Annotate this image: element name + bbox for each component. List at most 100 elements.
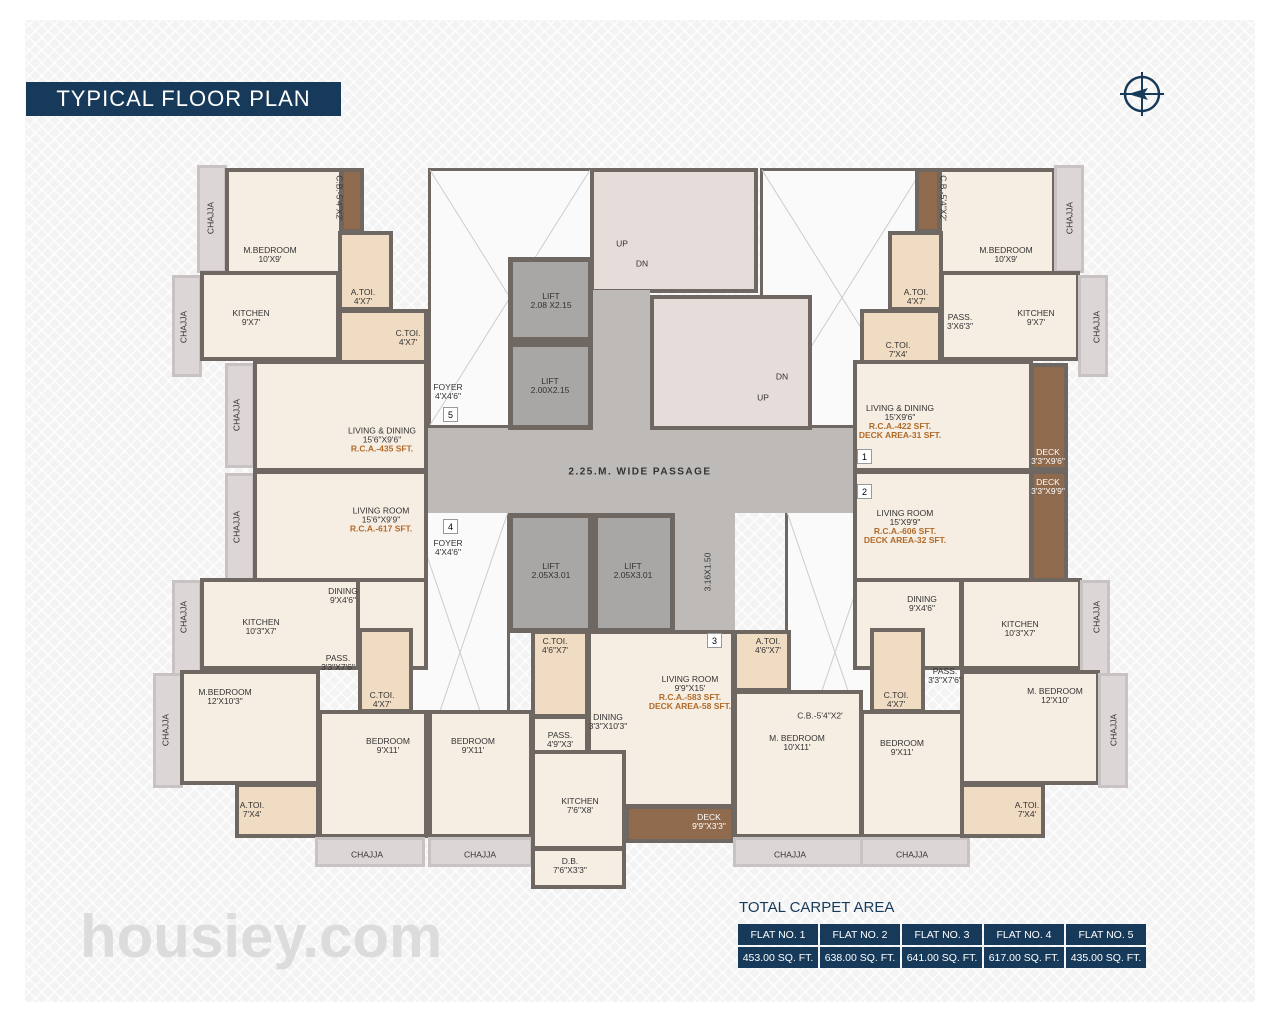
flat-number-badge: 1 bbox=[857, 449, 872, 464]
carpet-area-table: FLAT NO. 1 FLAT NO. 2 FLAT NO. 3 FLAT NO… bbox=[738, 924, 1146, 968]
chajja bbox=[1080, 580, 1110, 680]
table-cell: 453.00 SQ. FT. bbox=[738, 947, 818, 968]
table-cell: 638.00 SQ. FT. bbox=[820, 947, 900, 968]
room-label: A.TOI.7'X4' bbox=[239, 800, 265, 819]
stair-up-label: UP bbox=[616, 238, 628, 249]
room-toilet bbox=[870, 628, 925, 713]
table-header: FLAT NO. 2 bbox=[820, 924, 900, 945]
room-toilet bbox=[960, 783, 1045, 838]
chajja-label: CHAJJA bbox=[463, 849, 497, 860]
room-label: PASS.3'X6'3" bbox=[946, 312, 974, 331]
flat-number-badge: 4 bbox=[443, 519, 458, 534]
stair-down-label: DN bbox=[775, 371, 789, 382]
stair-down-label: DN bbox=[635, 258, 649, 269]
chajja bbox=[153, 673, 183, 788]
room-label: A.TOI.4'X7' bbox=[903, 287, 929, 306]
compass-north-icon bbox=[1120, 72, 1164, 116]
lift bbox=[593, 513, 675, 633]
room-living-dining bbox=[253, 360, 428, 472]
room-label: PASS.3'3"X7'6" bbox=[928, 666, 962, 685]
cupboard bbox=[340, 168, 364, 233]
shaft bbox=[675, 513, 735, 633]
room-master-bedroom bbox=[960, 670, 1100, 785]
table-header: FLAT NO. 5 bbox=[1066, 924, 1146, 945]
table-cell: 617.00 SQ. FT. bbox=[984, 947, 1064, 968]
lift bbox=[508, 342, 593, 430]
room-master-bedroom bbox=[733, 690, 863, 838]
room-bedroom bbox=[318, 710, 428, 838]
chajja-label: CHAJJA bbox=[231, 510, 242, 544]
deck bbox=[625, 805, 735, 843]
lift-lobby bbox=[593, 290, 650, 430]
chajja bbox=[1078, 275, 1108, 377]
chajja-label: CHAJJA bbox=[773, 849, 807, 860]
chajja bbox=[428, 837, 533, 867]
chajja bbox=[860, 837, 970, 867]
lift bbox=[508, 513, 593, 633]
room-label: PASS.3'3"X7'6" bbox=[321, 653, 355, 672]
chajja-label: CHAJJA bbox=[205, 201, 216, 235]
room-label: D.B.7'6"X3'3" bbox=[553, 856, 587, 875]
shaft-label: 3.16X1.50 bbox=[702, 552, 713, 592]
table-header: FLAT NO. 4 bbox=[984, 924, 1064, 945]
room-label: A.TOI.4'6"X7' bbox=[754, 636, 782, 655]
room-label: A.TOI.7'X4' bbox=[1014, 800, 1040, 819]
room-label: C.B.-5'4"X2' bbox=[797, 710, 843, 721]
room-living bbox=[253, 470, 428, 582]
chajja-label: CHAJJA bbox=[1091, 600, 1102, 634]
chajja bbox=[1054, 165, 1084, 273]
room-living bbox=[853, 470, 1033, 582]
lift bbox=[508, 257, 593, 342]
room-db bbox=[531, 847, 626, 889]
room-bedroom bbox=[860, 710, 970, 838]
watermark: housiey.com bbox=[80, 903, 443, 970]
chajja-label: CHAJJA bbox=[350, 849, 384, 860]
table-header: FLAT NO. 3 bbox=[902, 924, 982, 945]
flat-number-badge: 3 bbox=[707, 633, 722, 648]
table-cell: 435.00 SQ. FT. bbox=[1066, 947, 1146, 968]
chajja-label: CHAJJA bbox=[1108, 713, 1119, 747]
room-label: C.B.-5'4"X2' bbox=[938, 175, 949, 221]
staircase bbox=[590, 168, 758, 293]
staircase bbox=[650, 295, 812, 430]
room-toilet bbox=[338, 231, 393, 311]
deck bbox=[1030, 363, 1068, 471]
room-kitchen bbox=[200, 578, 360, 670]
room-label: C.TOI.7'X4' bbox=[885, 340, 911, 359]
passage-label: 2.25.M. WIDE PASSAGE bbox=[568, 466, 712, 478]
chajja-label: CHAJJA bbox=[178, 310, 189, 344]
flat-number-badge: 5 bbox=[443, 407, 458, 422]
room-label: C.TOI.4'X7' bbox=[883, 690, 909, 709]
chajja bbox=[1098, 673, 1128, 788]
room-label: C.TOI.4'X7' bbox=[395, 328, 421, 347]
chajja bbox=[197, 165, 227, 273]
chajja-label: CHAJJA bbox=[1091, 310, 1102, 344]
room-label: A.TOI.4'X7' bbox=[350, 287, 376, 306]
room-toilet bbox=[531, 630, 589, 718]
wide-passage bbox=[428, 428, 853, 513]
